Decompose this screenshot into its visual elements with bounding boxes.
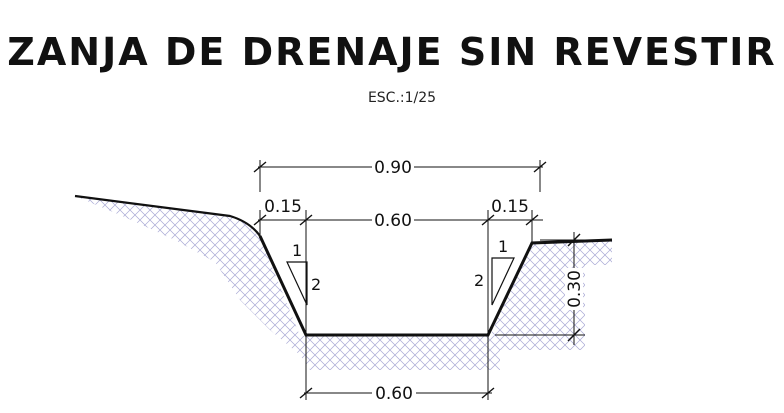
drawing-scale: ESC.:1/25 [367,90,437,106]
slope-marker-right: 1 2 [474,237,515,306]
soil-hatch [75,196,612,370]
dim-bottom-width: 0.60 [299,336,495,404]
slope-left-horizontal-label: 2 [311,275,321,294]
slope-right-vertical-label: 1 [498,237,508,256]
dim-top-row: 0.15 0.60 0.15 [253,197,543,336]
dim-top-inner-width-label: 0.60 [374,211,412,231]
dim-depth-label: 0.30 [565,270,585,308]
slope-right-horizontal-label: 2 [474,271,484,290]
dim-left-offset-label: 0.15 [264,197,302,217]
dim-right-offset-label: 0.15 [491,197,529,217]
dim-overall-width-label: 0.90 [374,158,412,178]
dim-overall-width: 0.90 [253,158,547,192]
drawing-title: ZANJA DE DRENAJE SIN REVESTIR [7,30,777,74]
dim-depth: 0.30 [495,232,585,345]
dim-bottom-width-label: 0.60 [375,384,413,404]
slope-left-vertical-label: 1 [292,241,302,260]
slope-marker-left: 1 2 [286,241,321,306]
ground-line-left [74,194,261,237]
